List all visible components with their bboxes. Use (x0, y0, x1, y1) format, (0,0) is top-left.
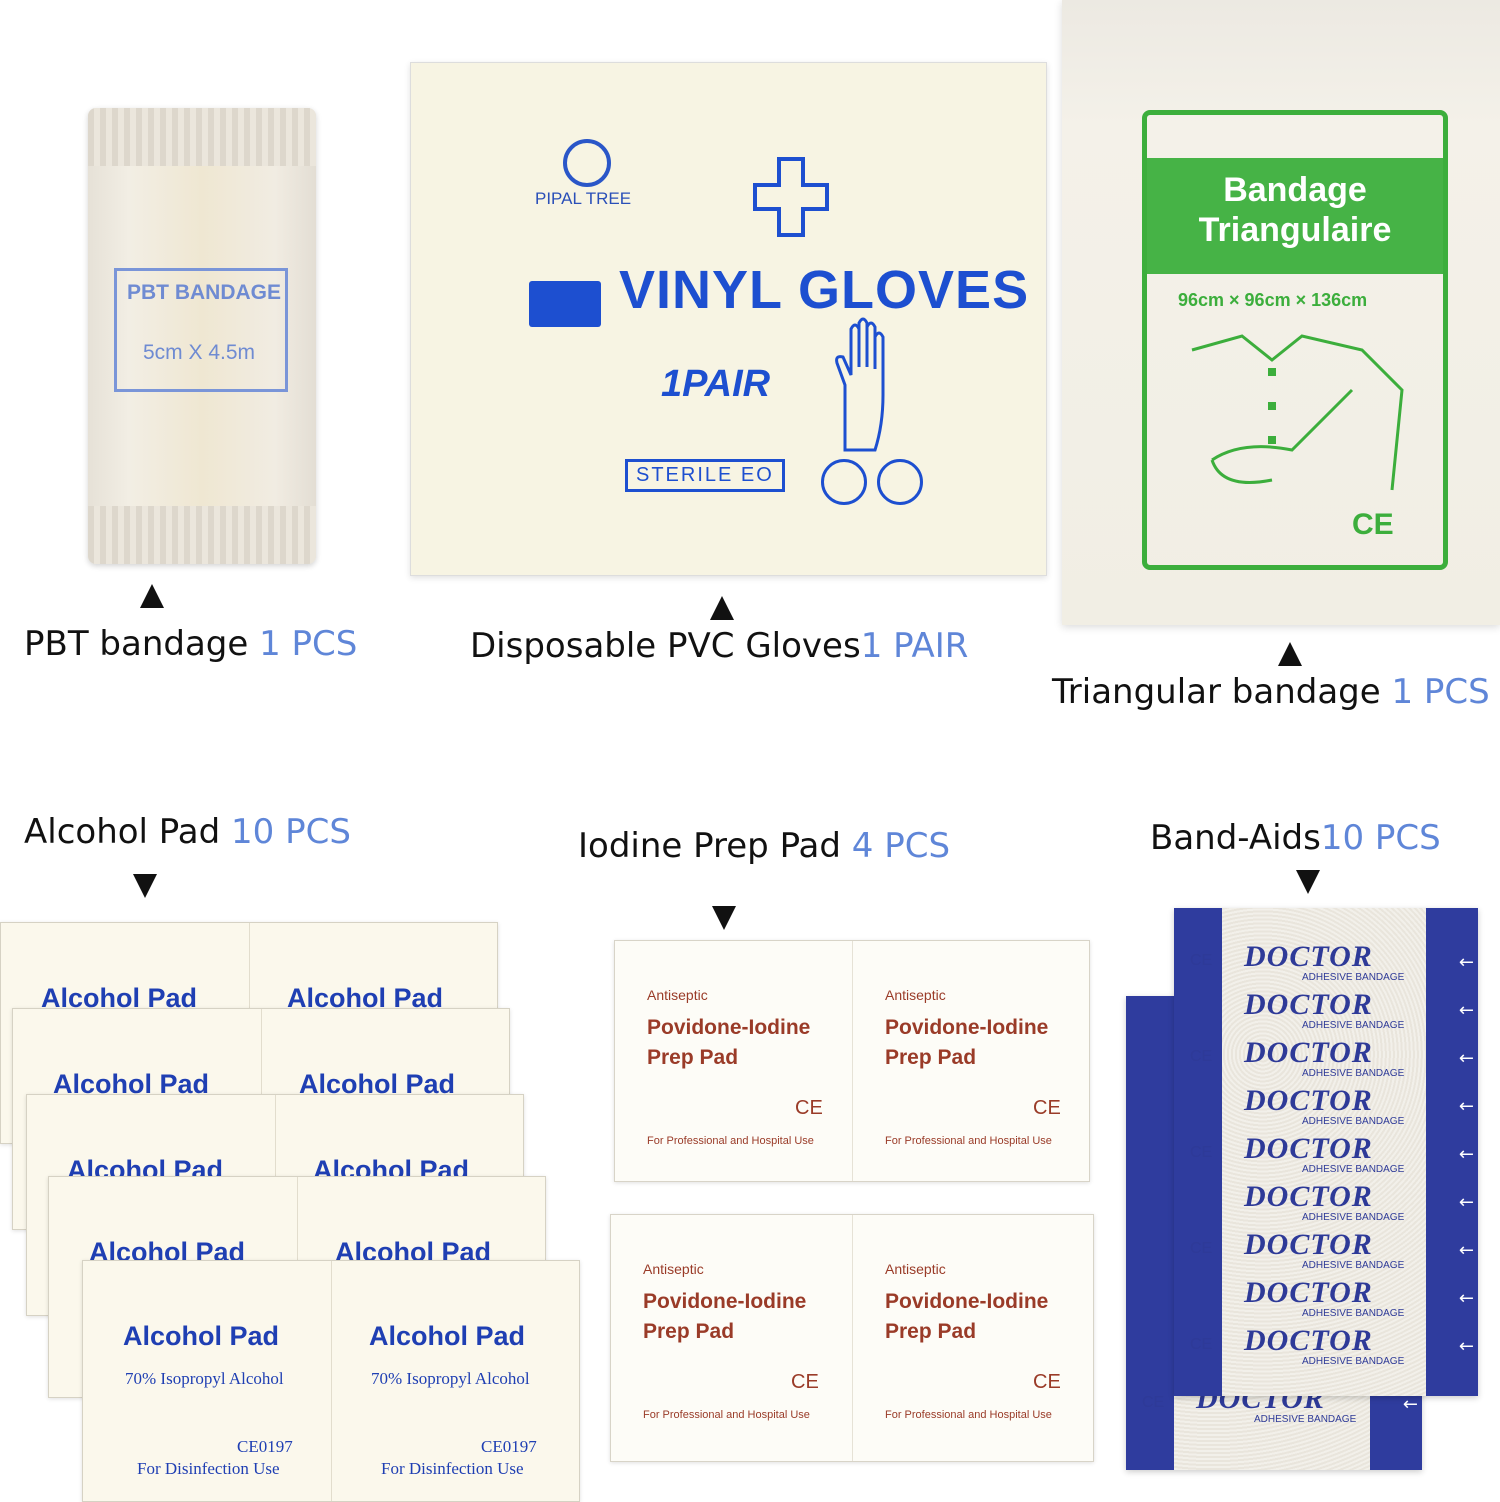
caption-gloves-name: Disposable PVC Gloves (470, 626, 861, 666)
caption-triangular-qty: 1 PCS (1391, 672, 1490, 712)
iodine-ce-mark: CE (1033, 1097, 1061, 1119)
vinyl-gloves-pack: PIPAL TREE VINYL GLOVES 1PAIR STERILE EO (410, 62, 1047, 576)
alcohol-pad-concentration: 70% Isopropyl Alcohol (371, 1369, 530, 1388)
gloves-pair: 1PAIR (661, 363, 771, 405)
triangular-dimensions: 96cm × 96cm × 136cm (1178, 290, 1368, 310)
iodine-name-1: Povidone-Iodine (647, 1016, 811, 1039)
arrow-left-icon: ← (1458, 1240, 1474, 1261)
caption-iodine: Iodine Prep Pad 4 PCS (578, 826, 950, 866)
iodine-antiseptic: Antiseptic (885, 1261, 946, 1277)
pbt-label-title: PBT BANDAGE (127, 281, 282, 304)
arrow-down-icon (712, 906, 736, 930)
arrow-up-icon (1278, 642, 1302, 666)
iodine-ce-mark: CE (795, 1097, 823, 1119)
iodine-name-1: Povidone-Iodine (885, 1016, 1049, 1039)
triangular-label-frame (1142, 110, 1448, 570)
caption-pbt-name: PBT bandage (24, 624, 249, 664)
arrow-up-icon (140, 584, 164, 608)
caption-gloves: Disposable PVC Gloves1 PAIR (470, 626, 968, 666)
iodine-ce-mark: CE (1033, 1371, 1061, 1393)
alcohol-pad-title: Alcohol Pad (123, 1321, 280, 1351)
arrow-left-icon: ← (1402, 1394, 1418, 1415)
pbt-bandage-pack: PBT BANDAGE 5cm X 4.5m (88, 108, 316, 564)
do-not-reuse-icon (821, 459, 867, 505)
alcohol-pad-ce-code: CE0197 (481, 1437, 537, 1456)
triangular-title-band: Bandage Triangulaire (1147, 158, 1443, 274)
triangular-ce-mark: CE (1352, 508, 1394, 541)
arrow-down-icon (1296, 870, 1320, 894)
iodine-name-1: Povidone-Iodine (885, 1290, 1049, 1313)
alcohol-pad-front: Alcohol Pad 70% Isopropyl Alcohol CE0197… (82, 1260, 580, 1502)
medical-cross-icon (753, 157, 829, 237)
iodine-use: For Professional and Hospital Use (885, 1409, 1052, 1421)
caption-alcohol-name: Alcohol Pad (24, 812, 221, 852)
caption-bandaids-name: Band-Aids (1150, 818, 1321, 858)
caption-pbt-bandage: PBT bandage 1 PCS (24, 624, 357, 664)
triangular-title-2: Triangulaire (1198, 211, 1392, 249)
caption-iodine-qty: 4 PCS (851, 826, 951, 866)
caption-pbt-qty: 1 PCS (259, 624, 358, 664)
alcohol-pad-concentration: 70% Isopropyl Alcohol (125, 1369, 284, 1388)
triangular-bandage-pack: Bandage Triangulaire 96cm × 96cm × 136cm… (1062, 0, 1500, 625)
pbt-seal-strip (148, 518, 228, 528)
iodine-use: For Professional and Hospital Use (885, 1135, 1052, 1147)
caption-bandaids: Band-Aids10 PCS (1150, 818, 1441, 858)
triangular-title-1: Bandage (1223, 171, 1367, 209)
arrow-left-icon: ← (1458, 1192, 1474, 1213)
caption-gloves-qty: 1 PAIR (860, 626, 969, 666)
caption-alcohol: Alcohol Pad 10 PCS (24, 812, 351, 852)
alcohol-pad-ce-code: CE0197 (237, 1437, 293, 1456)
gloves-title: VINYL GLOVES (619, 260, 1030, 320)
caption-iodine-name: Iodine Prep Pad (578, 826, 841, 866)
caption-alcohol-qty: 10 PCS (231, 812, 351, 852)
arrow-left-icon: ← (1458, 1144, 1474, 1165)
iodine-ce-mark: CE (791, 1371, 819, 1393)
arrow-up-icon (710, 596, 734, 620)
pbt-label-size: 5cm X 4.5m (143, 341, 256, 364)
glove-hand-icon (835, 317, 885, 452)
caption-bandaids-qty: 10 PCS (1320, 818, 1441, 858)
iodine-name-2: Prep Pad (885, 1320, 977, 1343)
peel-down-tab-icon (529, 281, 601, 327)
iodine-antiseptic: Antiseptic (647, 987, 708, 1003)
iodine-name-2: Prep Pad (885, 1046, 977, 1069)
iodine-antiseptic: Antiseptic (643, 1261, 704, 1277)
sterile-eo-badge: STERILE EO (625, 459, 785, 492)
arrow-left-icon: ← (1458, 1288, 1474, 1309)
pbt-bandage-label: PBT BANDAGE 5cm X 4.5m (114, 268, 288, 392)
do-not-use-if-damaged-icon (877, 459, 923, 505)
gloves-brand: PIPAL TREE (535, 189, 632, 208)
pipal-tree-logo-icon (563, 139, 611, 187)
iodine-name-1: Povidone-Iodine (643, 1290, 807, 1313)
alcohol-pad-title: Alcohol Pad (369, 1321, 526, 1351)
arrow-left-icon: ← (1458, 952, 1474, 973)
arrow-left-icon: ← (1458, 1336, 1474, 1357)
caption-triangular-name: Triangular bandage (1052, 672, 1381, 712)
iodine-name-2: Prep Pad (647, 1046, 739, 1069)
iodine-use: For Professional and Hospital Use (643, 1409, 810, 1421)
iodine-prep-pad: Antiseptic Povidone-Iodine Prep Pad CE F… (614, 940, 1090, 1182)
arrow-left-icon: ← (1458, 1000, 1474, 1021)
iodine-antiseptic: Antiseptic (885, 987, 946, 1003)
caption-triangular: Triangular bandage 1 PCS (1052, 672, 1490, 712)
alcohol-pad-use: For Disinfection Use (137, 1459, 280, 1478)
iodine-prep-pad: Antiseptic Povidone-Iodine Prep Pad CE F… (610, 1214, 1094, 1462)
arm-sling-illustration-icon (1191, 334, 1404, 491)
arrow-down-icon (133, 874, 157, 898)
iodine-use: For Professional and Hospital Use (647, 1135, 814, 1147)
alcohol-pad-use: For Disinfection Use (381, 1459, 524, 1478)
arrow-left-icon: ← (1458, 1048, 1474, 1069)
iodine-name-2: Prep Pad (643, 1320, 735, 1343)
arrow-left-icon: ← (1458, 1096, 1474, 1117)
